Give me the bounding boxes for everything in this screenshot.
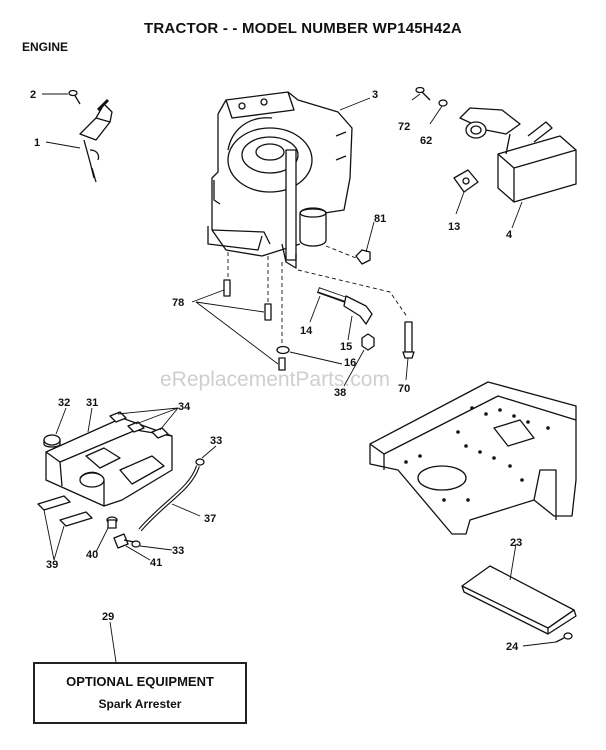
part-16-washer	[276, 345, 290, 355]
part-24-screw	[555, 632, 573, 643]
optional-equipment-box: OPTIONAL EQUIPMENT Spark Arrester	[33, 662, 247, 724]
part-70-bolt	[402, 321, 415, 359]
callout-40: 40	[86, 549, 98, 561]
callout-31: 31	[86, 397, 98, 409]
part-81-bolt	[355, 249, 371, 265]
part-32-plug	[43, 434, 61, 448]
callout-34: 34	[178, 401, 191, 413]
callout-72: 72	[398, 121, 410, 133]
callout-78: 78	[172, 297, 184, 309]
callout-4: 4	[506, 229, 513, 241]
callout-70: 70	[398, 383, 410, 395]
part-15-drain-elbow	[343, 295, 373, 325]
callout-81: 81	[374, 213, 386, 225]
callout-38: 38	[334, 387, 346, 399]
part-31-shroud	[45, 417, 173, 507]
callout-16: 16	[344, 357, 356, 369]
callout-33-upper: 33	[210, 435, 222, 447]
optional-equipment-title: OPTIONAL EQUIPMENT	[66, 674, 214, 689]
part-40-fitting	[106, 516, 118, 529]
watermark: eReplacementParts.com	[160, 368, 390, 391]
part-38-nut	[361, 333, 375, 351]
section-label: ENGINE	[22, 40, 69, 54]
part-39-pads	[37, 495, 93, 527]
part-23-heat-shield	[461, 565, 577, 635]
callout-39: 39	[46, 559, 58, 571]
part-41-valve	[113, 533, 135, 549]
part-33-clamp-lower	[131, 540, 141, 548]
callout-14: 14	[300, 325, 313, 337]
callout-32: 32	[58, 397, 70, 409]
callout-23: 23	[510, 537, 522, 549]
part-14-drain-hose	[316, 287, 348, 303]
callout-62: 62	[420, 135, 432, 147]
tractor-frame	[369, 381, 577, 535]
callout-2: 2	[30, 89, 36, 101]
leader-lines	[42, 93, 557, 663]
callout-15: 15	[340, 341, 352, 353]
mounting-lines	[227, 245, 409, 344]
callout-33-lower: 33	[172, 545, 184, 557]
callout-13: 13	[448, 221, 460, 233]
part-2-screw	[68, 89, 81, 105]
callout-37: 37	[204, 513, 216, 525]
part-62-washer	[438, 99, 448, 107]
part-78-bolts	[223, 279, 286, 371]
callout-3: 3	[372, 89, 378, 101]
part-34-grommets	[109, 411, 169, 439]
part-33-clamp-upper	[195, 458, 205, 466]
part-1-throttle-bracket	[79, 98, 113, 183]
part-13-gasket	[453, 169, 479, 193]
part-4-muffler	[459, 107, 577, 203]
callout-labels: 2 1 3 72 62 13 4 81 78 14 15 16 38 70 32…	[30, 89, 522, 653]
callout-24: 24	[506, 641, 519, 653]
part-37-fuel-line	[138, 465, 200, 532]
part-3-engine	[207, 91, 353, 269]
diagram-title: TRACTOR - - MODEL NUMBER WP145H42A	[144, 20, 462, 37]
part-72-screw	[415, 86, 431, 101]
callout-29: 29	[102, 611, 114, 623]
spark-arrester-label: Spark Arrester	[98, 697, 182, 711]
callout-1: 1	[34, 137, 40, 149]
callout-41: 41	[150, 557, 162, 569]
